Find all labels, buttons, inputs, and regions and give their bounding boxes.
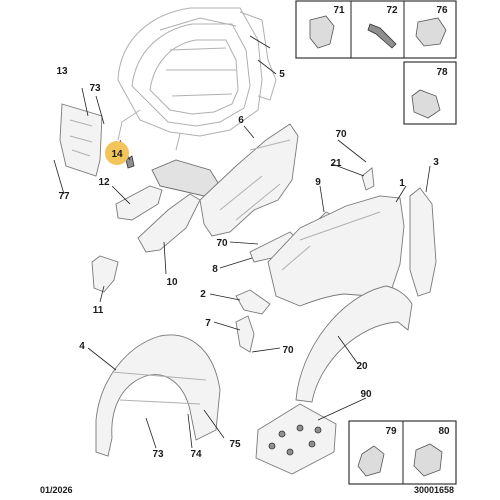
callout-73-lower: 73: [152, 449, 164, 460]
part-4-liner: [95, 334, 221, 457]
part-21-clip: [361, 167, 375, 191]
fastener-78: [411, 89, 441, 119]
callout-3: 3: [433, 157, 439, 168]
callout-13: 13: [56, 66, 68, 77]
callout-9: 9: [315, 177, 321, 188]
fastener-79: [357, 445, 385, 477]
background-assembly-illustration: [117, 7, 277, 151]
fastener-71: [309, 15, 335, 49]
fastener-box-side: 78: [403, 61, 457, 125]
part-12-bracket: [115, 185, 163, 221]
callout-70-middle: 70: [216, 238, 228, 249]
callout-74: 74: [190, 449, 202, 460]
callout-77: 77: [58, 191, 70, 202]
box-label-80: 80: [438, 426, 450, 437]
leader-lines: [53, 35, 431, 449]
box-label-76: 76: [436, 5, 448, 16]
part-14-clip: [125, 155, 135, 169]
part-90-kit: [255, 403, 337, 475]
callout-20: 20: [356, 361, 368, 372]
part-3-strip: [409, 187, 437, 297]
callout-70-upper: 70: [335, 129, 347, 140]
fastener-box-bottom: 79 80: [348, 420, 457, 485]
callout-11: 11: [93, 305, 104, 316]
callout-75: 75: [229, 439, 241, 450]
footer-date: 01/2026: [40, 485, 73, 495]
callout-73-upper: 73: [89, 83, 101, 94]
box-label-71: 71: [333, 5, 345, 16]
box-label-72: 72: [386, 5, 398, 16]
callout-4: 4: [79, 341, 85, 352]
callout-6: 6: [238, 115, 244, 126]
part-10-rail: [137, 159, 221, 253]
fastener-box-top: 71 72 76: [295, 0, 457, 59]
part-2-bracket: [235, 289, 271, 315]
part-11-bracket: [91, 255, 119, 293]
fastener-76: [415, 17, 447, 47]
callout-5: 5: [279, 69, 285, 80]
callout-8: 8: [212, 264, 218, 275]
callout-labels: 1 2 3 4 5 6 7 8 9 10 11 12 13 14 20 21 7…: [56, 66, 439, 460]
callout-14: 14: [111, 149, 123, 160]
callout-14-highlight: [105, 141, 129, 165]
callout-7: 7: [205, 318, 211, 329]
box-label-79: 79: [385, 426, 397, 437]
part-1-fender: [267, 195, 405, 307]
callout-21: 21: [330, 158, 342, 169]
callout-70-lower: 70: [282, 345, 294, 356]
part-13-panel: [59, 103, 103, 177]
part-6-apron: [199, 123, 299, 237]
part-20-arch-trim: [295, 285, 413, 403]
callout-10: 10: [166, 277, 178, 288]
box-label-78: 78: [436, 67, 448, 78]
callout-2: 2: [200, 289, 206, 300]
callout-1: 1: [399, 178, 405, 189]
fastener-80: [413, 443, 443, 477]
part-7-bracket: [235, 315, 255, 353]
footer-reference: 30001658: [414, 485, 454, 495]
fastener-72: [367, 23, 397, 49]
callout-12: 12: [98, 177, 110, 188]
callout-90: 90: [360, 389, 372, 400]
